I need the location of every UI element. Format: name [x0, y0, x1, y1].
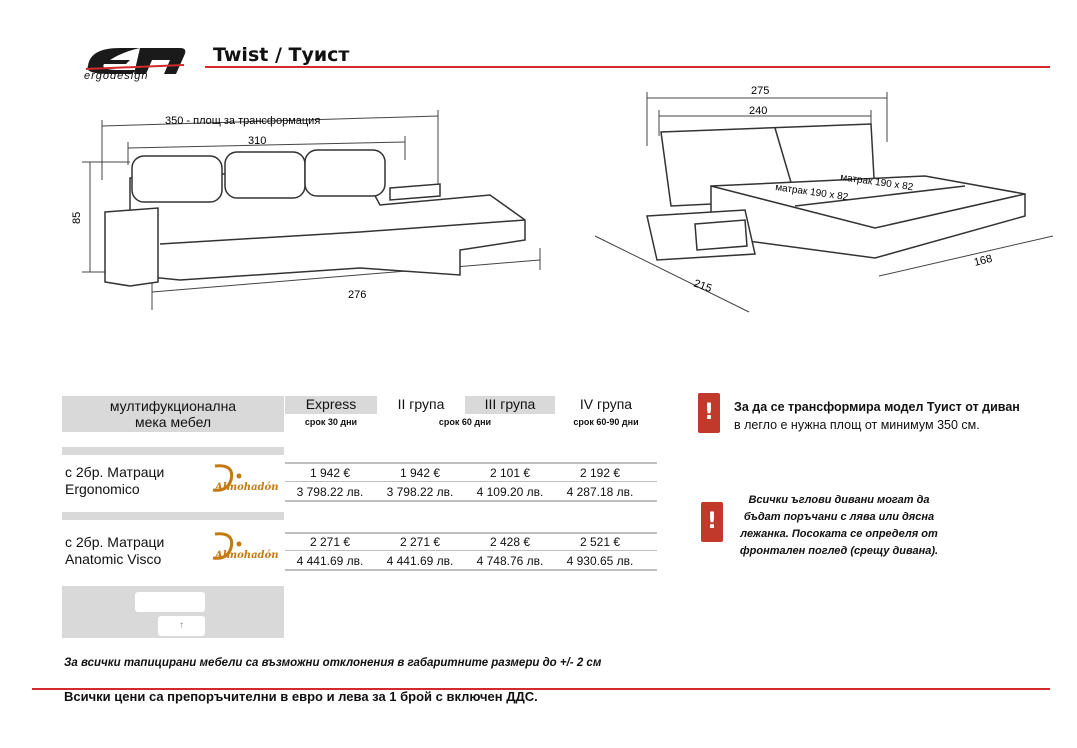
dim-inner-label: 240	[749, 105, 767, 117]
price-eur: 2 428 €	[489, 535, 531, 549]
transform-note: За да се трансформира модел Туист от див…	[734, 398, 1054, 434]
dim-front-label: 215	[692, 278, 713, 296]
ergodesign-logo	[85, 48, 186, 74]
col-term-express: срок 30 дни	[304, 417, 358, 427]
almohadon-logo-1: Almohadón	[205, 462, 279, 496]
price-eur: 2 101 €	[489, 466, 531, 480]
logo-text: ergodesign	[84, 70, 149, 82]
transform-note-bold: За да се трансформира модел Туист от див…	[734, 400, 1020, 414]
page-title: Twist / Туист	[213, 44, 350, 66]
transform-note-rest: в легло е нужна площ от минимум 350 см.	[734, 418, 980, 432]
col-term-group4: срок 60-90 дни	[573, 417, 639, 427]
price-bgn: 4 109.20 лв.	[476, 485, 544, 499]
price-bgn: 4 930.65 лв.	[566, 554, 634, 568]
price-bgn: 4 441.69 лв.	[296, 554, 364, 568]
almohadon-logo-icon	[212, 532, 242, 560]
image-placeholder	[135, 592, 205, 612]
price-bgn: 4 441.69 лв.	[386, 554, 454, 568]
footer-divider	[32, 688, 1050, 690]
prices-footer: Всички цени са препоръчителни в евро и л…	[64, 689, 538, 704]
warning-icon: !	[698, 393, 720, 433]
dim-outer-label: 275	[751, 86, 769, 97]
bed-diagram: 275 240 матрак 190 х 82 матрак 190 х 82 …	[594, 86, 1054, 313]
col-header-express: Express	[285, 396, 377, 414]
dimensions-footnote: За всички тапицирани мебели са възможни …	[64, 657, 602, 669]
price-eur: 2 271 €	[399, 535, 441, 549]
almohadon-brand-2: Almohadón	[215, 550, 279, 561]
dim-side-label: 168	[973, 253, 994, 269]
price-line	[285, 532, 657, 534]
price-bgn: 3 798.22 лв.	[296, 485, 364, 499]
price-eur: 1 942 €	[399, 466, 441, 480]
price-eur: 2 521 €	[579, 535, 621, 549]
price-divider	[285, 550, 657, 551]
price-eur: 1 942 €	[309, 466, 351, 480]
dim-depth-label: 276	[348, 289, 366, 301]
almohadon-logo-2: Almohadón	[205, 530, 279, 564]
price-bgn: 3 798.22 лв.	[386, 485, 454, 499]
upload-arrow-icon: ↑	[158, 616, 205, 636]
dim-height-label: 85	[71, 212, 83, 224]
warning-icon: !	[701, 502, 723, 542]
corner-sofa-note: Всички ъглови дивани могат да бъдат поръ…	[739, 494, 939, 557]
almohadon-brand-1: Almohadón	[215, 482, 279, 493]
price-eur: 2 192 €	[579, 466, 621, 480]
table-header-text: мултифукционална мека мебел	[109, 398, 237, 430]
header-divider	[205, 66, 1050, 68]
dim-transform-label: 350 - площ за трансформация	[165, 115, 320, 127]
almohadon-logo-icon	[212, 464, 242, 492]
price-bgn: 4 287.18 лв.	[566, 485, 634, 499]
sofa-diagram: 350 - площ за трансформация 310 85 276	[71, 110, 541, 310]
row-ergonomico-label: с 2бр. Матраци Ergonomico	[65, 464, 165, 497]
col-header-group4: IV група	[579, 396, 633, 412]
row-anatomic-visco-label: с 2бр. Матраци Anatomic Visco	[65, 534, 165, 567]
col-term-group2-3: срок 60 дни	[438, 417, 492, 427]
dim-width-label: 310	[248, 135, 266, 147]
row-separator	[62, 512, 284, 520]
price-line	[285, 500, 657, 502]
price-eur: 2 271 €	[309, 535, 351, 549]
price-line	[285, 462, 657, 464]
price-line	[285, 569, 657, 571]
price-divider	[285, 481, 657, 482]
table-header-label: мултифукционална мека мебел	[62, 396, 284, 432]
col-header-group3: III група	[465, 396, 555, 414]
col-header-group2: II група	[397, 396, 445, 412]
row-separator	[62, 447, 284, 455]
price-bgn: 4 748.76 лв.	[476, 554, 544, 568]
